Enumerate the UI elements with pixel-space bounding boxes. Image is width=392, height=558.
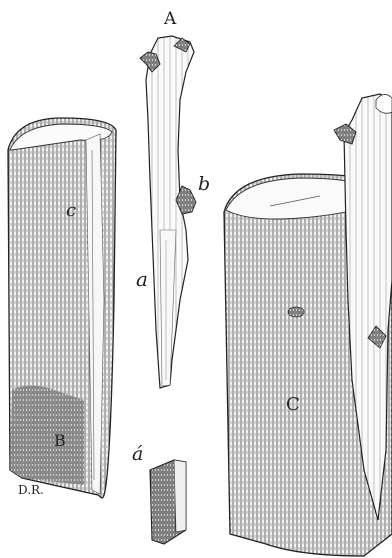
label-c: c <box>66 200 76 221</box>
label-a-prime: á <box>132 443 143 465</box>
label-C: C <box>286 394 300 415</box>
label-b: b <box>198 173 210 195</box>
scion <box>140 36 196 388</box>
label-A: A <box>163 9 177 29</box>
artist-signature: D.R. <box>18 483 44 497</box>
label-a: a <box>136 267 148 291</box>
wedge-piece <box>150 460 186 544</box>
label-B: B <box>54 431 66 450</box>
